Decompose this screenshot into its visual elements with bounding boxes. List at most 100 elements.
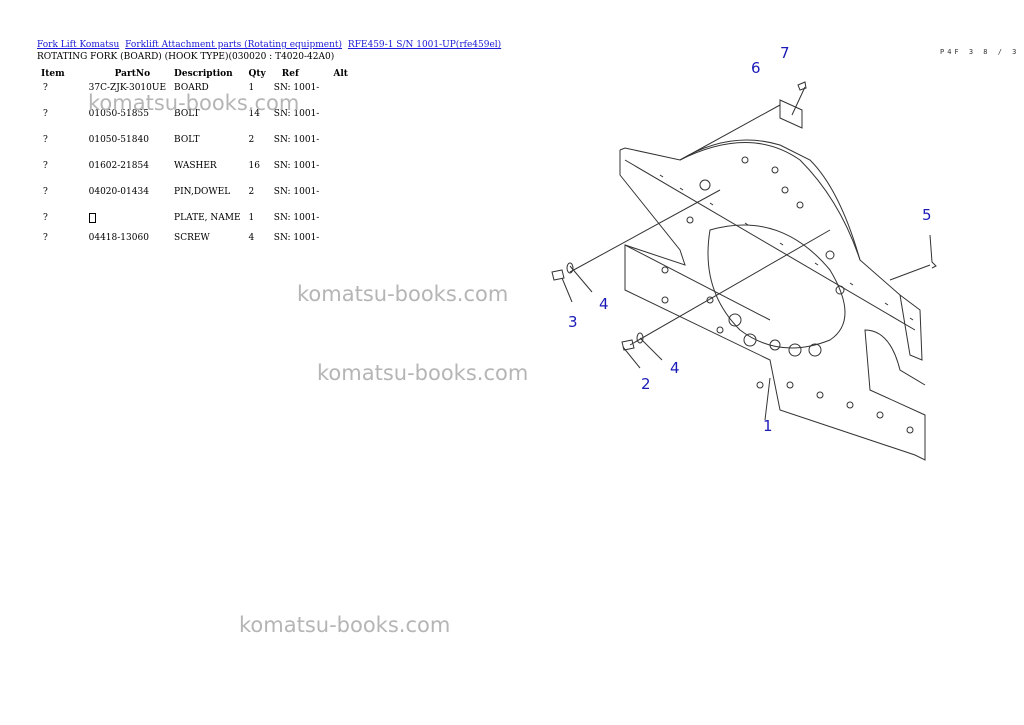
leader-line-2 <box>622 346 641 369</box>
cell-ref: SN: 1001- <box>273 135 320 145</box>
callout-2: 2 <box>641 375 651 393</box>
table-row: ? 01050-51855 BOLT 14 SN: 1001- <box>37 109 352 135</box>
page-reference: P4F 3 8 / 3 <box>940 48 1020 56</box>
callout-3: 3 <box>568 313 578 331</box>
cell-alt <box>323 213 352 233</box>
board-top-edge <box>624 159 916 331</box>
cell-partno: 04418-13060 <box>88 233 149 243</box>
parts-table: Item PartNo Description Qty Ref Alt ? 37… <box>37 65 352 259</box>
watermark: komatsu-books.com <box>297 282 509 306</box>
cell-ref: SN: 1001- <box>273 109 320 119</box>
cell-qty: 16 <box>248 161 260 171</box>
table-row: ? 01050-51840 BOLT 2 SN: 1001- <box>37 135 352 161</box>
callout-4a: 4 <box>599 295 609 313</box>
bolt-2-shape <box>621 339 635 351</box>
cell-qty: 14 <box>248 109 260 119</box>
exploded-parts-diagram: 7 6 5 4 3 4 2 1 <box>551 44 937 461</box>
cell-partno: 37C-ZJK-3010UE <box>88 83 167 93</box>
table-header-row: Item PartNo Description Qty Ref Alt <box>37 65 352 83</box>
cell-description: WASHER <box>174 161 217 171</box>
table-row: ? PLATE, NAME 1 SN: 1001- <box>37 213 352 233</box>
table-row: ? 37C-ZJK-3010UE BOARD 1 SN: 1001- <box>37 83 352 109</box>
callout-5: 5 <box>922 206 932 224</box>
cell-alt <box>323 135 352 161</box>
board-holes <box>661 156 914 434</box>
callout-4b: 4 <box>670 359 680 377</box>
dowel-pin-shape <box>929 234 937 269</box>
cell-ref: SN: 1001- <box>273 83 320 93</box>
cell-qty: 4 <box>248 233 255 243</box>
cell-partno: 01602-21854 <box>88 161 149 171</box>
breadcrumb-link-fork-lift-komatsu[interactable]: Fork Lift Komatsu <box>37 40 120 50</box>
watermark: komatsu-books.com <box>88 91 300 115</box>
cell-alt <box>323 233 352 259</box>
cell-description: PLATE, NAME <box>174 213 241 223</box>
table-row: ? 04020-01434 PIN,DOWEL 2 SN: 1001- <box>37 187 352 213</box>
leader-line-3-4 <box>569 189 721 273</box>
leader-line-1 <box>764 377 771 421</box>
leader-line-3 <box>561 277 573 303</box>
cell-alt <box>323 161 352 187</box>
board-center-opening <box>707 224 846 349</box>
cell-partno: 01050-51840 <box>88 135 149 145</box>
bar-bolt-marks <box>659 174 914 321</box>
leader-line-4a <box>569 265 593 293</box>
cell-ref: SN: 1001- <box>273 187 320 197</box>
cell-item: ? <box>43 187 48 197</box>
cell-alt <box>323 187 352 213</box>
missing-glyph-box <box>88 213 96 223</box>
callout-1: 1 <box>763 417 773 435</box>
cell-qty: 2 <box>248 135 255 145</box>
cell-item: ? <box>43 161 48 171</box>
cell-partno <box>69 213 170 233</box>
col-header-alt: Alt <box>333 69 348 79</box>
cell-description: BOARD <box>174 83 209 93</box>
col-header-item: Item <box>41 69 65 79</box>
cell-item: ? <box>43 83 48 93</box>
board-lower-edge <box>624 244 771 321</box>
cell-item: ? <box>43 135 48 145</box>
leader-line-6 <box>679 104 781 161</box>
cell-item: ? <box>43 213 48 223</box>
breadcrumb-link-attachment-parts[interactable]: Forklift Attachment parts (Rotating equi… <box>125 40 343 50</box>
cell-qty: 2 <box>248 187 255 197</box>
cell-qty: 1 <box>248 213 255 223</box>
cell-item: ? <box>43 233 48 243</box>
cell-ref: SN: 1001- <box>273 161 320 171</box>
breadcrumb: Fork Lift Komatsu Forklift Attachment pa… <box>37 40 504 50</box>
board-upper-arch <box>679 142 861 261</box>
col-header-partno: PartNo <box>114 69 151 79</box>
leader-line-4b <box>639 337 663 361</box>
cell-alt <box>323 109 352 135</box>
callout-6: 6 <box>751 59 761 77</box>
cell-description: BOLT <box>174 109 200 119</box>
col-header-description: Description <box>174 69 233 79</box>
col-header-qty: Qty <box>248 69 266 79</box>
watermark: komatsu-books.com <box>317 361 529 385</box>
page-title: ROTATING FORK (BOARD) (HOOK TYPE)(030020… <box>37 52 335 62</box>
bolt-3-shape <box>551 269 565 281</box>
col-header-ref: Ref <box>281 69 299 79</box>
table-row: ? 01602-21854 WASHER 16 SN: 1001- <box>37 161 352 187</box>
cell-alt <box>323 83 352 109</box>
cell-description: BOLT <box>174 135 200 145</box>
leader-line-5 <box>889 264 931 281</box>
leader-line-2-4 <box>629 229 831 346</box>
cell-description: PIN,DOWEL <box>174 187 231 197</box>
leader-line-7 <box>791 86 806 116</box>
cell-partno: 04020-01434 <box>88 187 149 197</box>
name-plate-shape <box>779 99 803 129</box>
washer-4b-shape <box>636 332 644 344</box>
watermark: komatsu-books.com <box>239 613 451 637</box>
washer-4a-shape <box>566 262 574 274</box>
table-row: ? 04418-13060 SCREW 4 SN: 1001- <box>37 233 352 259</box>
cell-qty: 1 <box>248 83 255 93</box>
cell-item: ? <box>43 109 48 119</box>
cell-description: SCREW <box>174 233 210 243</box>
breadcrumb-link-model[interactable]: RFE459-1 S/N 1001-UP(rfe459el) <box>347 40 502 50</box>
screw-shape <box>797 81 807 91</box>
cell-ref: SN: 1001- <box>273 213 320 223</box>
cell-partno: 01050-51855 <box>88 109 149 119</box>
callout-7: 7 <box>780 44 790 62</box>
cell-ref: SN: 1001- <box>273 233 320 243</box>
